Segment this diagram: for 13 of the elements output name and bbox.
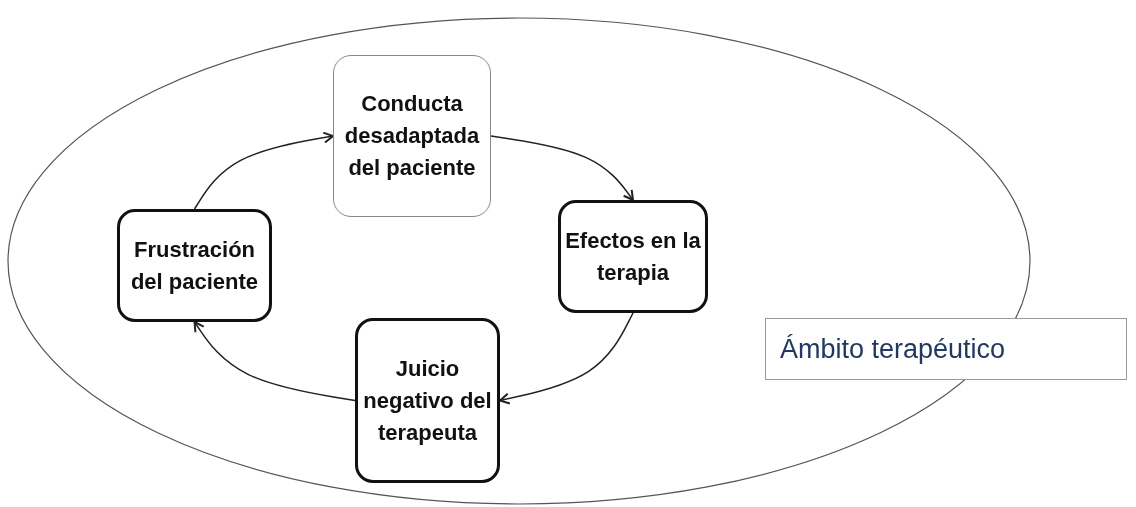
box-text: Conducta desadaptada del paciente	[343, 90, 481, 182]
scope-label: Ámbito terapéutico	[765, 318, 1127, 380]
process-box	[355, 318, 500, 483]
box-text: Juicio negativo del terapeuta	[362, 354, 493, 447]
curved-arrow	[499, 312, 634, 405]
process-box	[117, 209, 272, 322]
curved-arrow	[490, 135, 634, 201]
box-text: Efectos en la terapia	[564, 226, 702, 287]
curved-arrow	[193, 131, 334, 210]
curved-arrow	[193, 321, 356, 402]
process-box	[333, 55, 491, 217]
process-box	[558, 200, 708, 313]
box-text: Frustración del paciente	[129, 235, 260, 296]
